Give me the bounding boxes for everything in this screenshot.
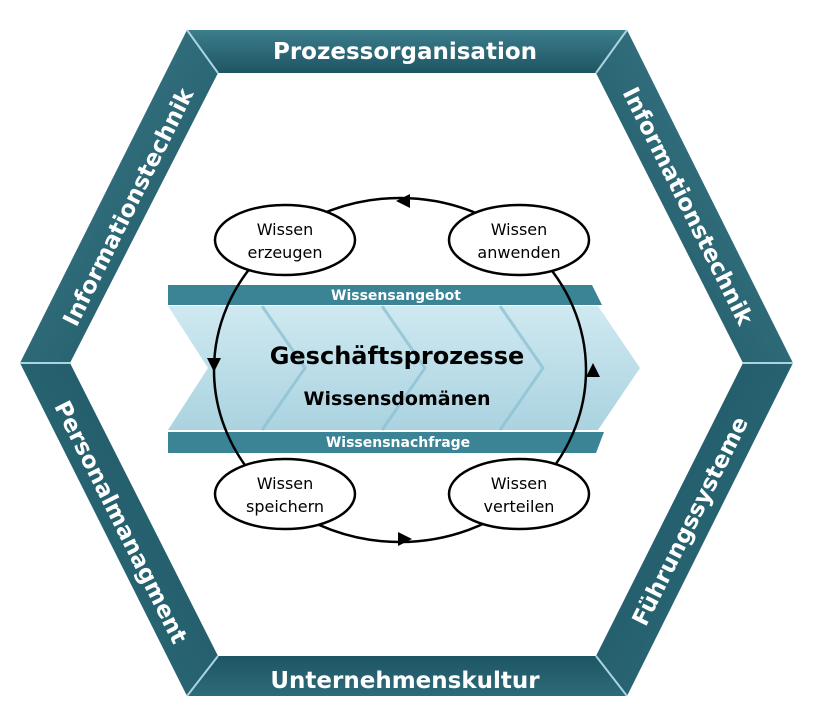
label-top: Prozessorganisation bbox=[273, 39, 537, 65]
band-wissensangebot bbox=[168, 285, 602, 305]
hexagon-segment-upper-right bbox=[596, 30, 793, 363]
node-speichern-line2: speichern bbox=[246, 497, 324, 516]
band-wissensangebot-label: Wissensangebot bbox=[331, 288, 461, 304]
cycle-arrow-left bbox=[207, 358, 221, 372]
label-lower-right: Führungssysteme bbox=[628, 413, 754, 630]
label-bottom: Unternehmenskultur bbox=[270, 668, 540, 694]
band-wissensnachfrage-label: Wissensnachfrage bbox=[326, 435, 470, 451]
node-anwenden-line1: Wissen bbox=[491, 220, 548, 239]
hexagon-segment-upper-left bbox=[20, 30, 218, 363]
hexagon-segment-top bbox=[187, 30, 627, 73]
cycle-arrow-right bbox=[586, 363, 600, 377]
hexagon-segment-lower-left bbox=[20, 363, 218, 696]
band-wissensnachfrage bbox=[168, 432, 604, 453]
cycle-arrow-top bbox=[396, 194, 410, 208]
hexagon-segment-bottom bbox=[187, 656, 627, 696]
hexagon-separators bbox=[20, 29, 793, 697]
node-anwenden-line2: anwenden bbox=[477, 243, 560, 262]
node-wissen-speichern: Wissen speichern bbox=[213, 457, 357, 531]
process-arrow-chevrons bbox=[260, 305, 545, 431]
label-upper-right: Informationstechnik bbox=[617, 83, 758, 330]
node-wissen-verteilen: Wissen verteilen bbox=[447, 457, 591, 531]
node-verteilen-line2: verteilen bbox=[484, 497, 555, 516]
node-verteilen-line1: Wissen bbox=[491, 474, 548, 493]
center-subtitle: Wissensdomänen bbox=[303, 388, 490, 410]
node-wissen-anwenden: Wissen anwenden bbox=[447, 203, 591, 277]
hexagon-segment-lower-right bbox=[596, 363, 793, 696]
node-wissen-erzeugen: Wissen erzeugen bbox=[213, 203, 357, 277]
cycle-arrow-bottom bbox=[398, 532, 412, 546]
node-erzeugen-line2: erzeugen bbox=[248, 243, 323, 262]
node-erzeugen-line1: Wissen bbox=[257, 220, 314, 239]
node-speichern-line1: Wissen bbox=[257, 474, 314, 493]
center-title: Geschäftsprozesse bbox=[270, 342, 525, 370]
